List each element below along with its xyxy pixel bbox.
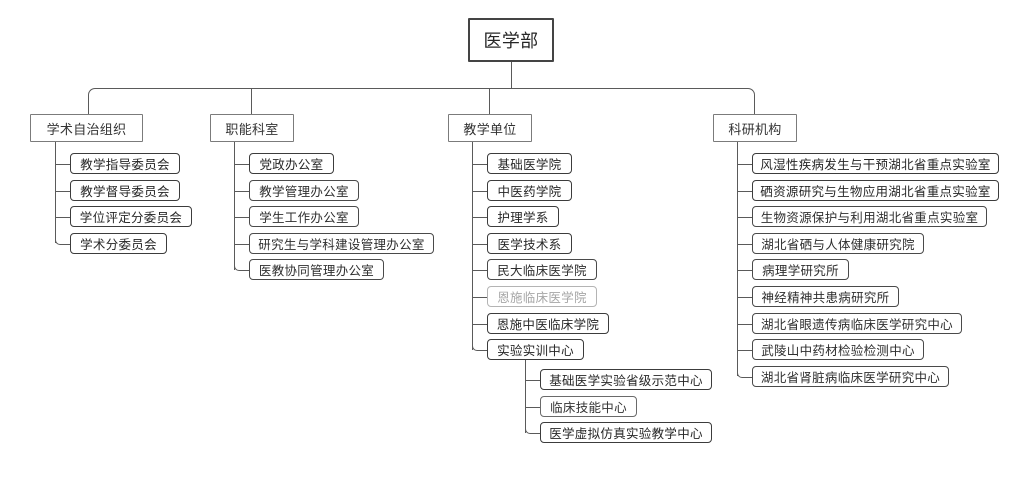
branch-node-4[interactable]: 科研机构: [713, 114, 797, 142]
child-stub: [472, 190, 487, 192]
child-stub: [472, 269, 487, 271]
child-stub: [737, 216, 752, 218]
grandchild-stub: [525, 406, 540, 408]
child-node[interactable]: 武陵山中药材检验检测中心: [752, 339, 924, 360]
branch-stem-2: [251, 88, 252, 114]
child-node[interactable]: 湖北省肾脏病临床医学研究中心: [752, 366, 949, 387]
child-node[interactable]: 研究生与学科建设管理办公室: [249, 233, 434, 254]
child-elbow: [472, 344, 478, 351]
root-node-medical-department[interactable]: 医学部: [468, 18, 554, 62]
child-node[interactable]: 学术分委员会: [70, 233, 167, 254]
child-node[interactable]: 护理学系: [487, 206, 559, 227]
child-stub: [234, 163, 249, 165]
child-stub: [472, 163, 487, 165]
child-stub: [737, 243, 752, 245]
child-stub: [55, 190, 70, 192]
child-stub: [742, 376, 752, 378]
child-stub: [472, 296, 487, 298]
child-stub: [234, 243, 249, 245]
child-node[interactable]: 党政办公室: [249, 153, 334, 174]
child-stub: [477, 349, 487, 351]
branch-stem-1: [88, 95, 89, 114]
branch-node-2[interactable]: 职能科室: [210, 114, 294, 142]
distribution-bar: [95, 88, 747, 89]
grandchild-stub: [530, 432, 540, 434]
child-elbow: [737, 371, 743, 378]
child-stub: [737, 269, 752, 271]
child-stub: [737, 190, 752, 192]
child-node[interactable]: 基础医学院: [487, 153, 572, 174]
child-stub: [737, 349, 752, 351]
child-node[interactable]: 中医药学院: [487, 180, 572, 201]
child-node[interactable]: 恩施中医临床学院: [487, 313, 609, 334]
child-elbow: [234, 264, 240, 271]
grandchild-stub: [525, 379, 540, 381]
child-node[interactable]: 生物资源保护与利用湖北省重点实验室: [752, 206, 987, 227]
child-node[interactable]: 湖北省硒与人体健康研究院: [752, 233, 924, 254]
grandchild-node[interactable]: 临床技能中心: [540, 396, 637, 417]
branch-spine-2: [234, 142, 235, 270]
child-node[interactable]: 神经精神共患病研究所: [752, 286, 899, 307]
child-node[interactable]: 教学管理办公室: [249, 180, 359, 201]
child-stub: [472, 243, 487, 245]
grandchild-elbow: [525, 427, 531, 434]
grandchild-node[interactable]: 医学虚拟仿真实验教学中心: [540, 422, 712, 443]
branch-spine-3: [472, 142, 473, 350]
root-stem-connector: [511, 62, 512, 88]
grandchild-spine: [525, 360, 526, 433]
branch-spine-1: [55, 142, 56, 244]
child-stub: [55, 163, 70, 165]
child-node[interactable]: 硒资源研究与生物应用湖北省重点实验室: [752, 180, 999, 201]
child-node[interactable]: 医学技术系: [487, 233, 572, 254]
child-node[interactable]: 风湿性疾病发生与干预湖北省重点实验室: [752, 153, 999, 174]
child-node[interactable]: 病理学研究所: [752, 259, 849, 280]
child-node[interactable]: 实验实训中心: [487, 339, 584, 360]
child-stub: [737, 163, 752, 165]
child-node[interactable]: 民大临床医学院: [487, 259, 597, 280]
child-node[interactable]: 学位评定分委员会: [70, 206, 192, 227]
branch-node-1[interactable]: 学术自治组织: [30, 114, 143, 142]
child-node[interactable]: 恩施临床医学院: [487, 286, 597, 307]
child-stub: [737, 323, 752, 325]
child-node[interactable]: 教学指导委员会: [70, 153, 180, 174]
child-stub: [472, 216, 487, 218]
child-stub: [239, 269, 249, 271]
branch-stem-4: [754, 95, 755, 114]
child-node[interactable]: 医教协同管理办公室: [249, 259, 384, 280]
child-node[interactable]: 学生工作办公室: [249, 206, 359, 227]
child-stub: [737, 296, 752, 298]
branch-stem-3: [489, 88, 490, 114]
bar-left-elbow: [88, 88, 96, 96]
branch-spine-4: [737, 142, 738, 377]
child-stub: [55, 216, 70, 218]
branch-node-3[interactable]: 教学单位: [448, 114, 532, 142]
child-node[interactable]: 湖北省眼遗传病临床医学研究中心: [752, 313, 962, 334]
child-node[interactable]: 教学督导委员会: [70, 180, 180, 201]
child-stub: [234, 190, 249, 192]
bar-right-elbow: [747, 88, 755, 96]
child-stub: [234, 216, 249, 218]
child-stub: [60, 243, 70, 245]
child-stub: [472, 323, 487, 325]
child-elbow: [55, 238, 61, 245]
grandchild-node[interactable]: 基础医学实验省级示范中心: [540, 369, 712, 390]
